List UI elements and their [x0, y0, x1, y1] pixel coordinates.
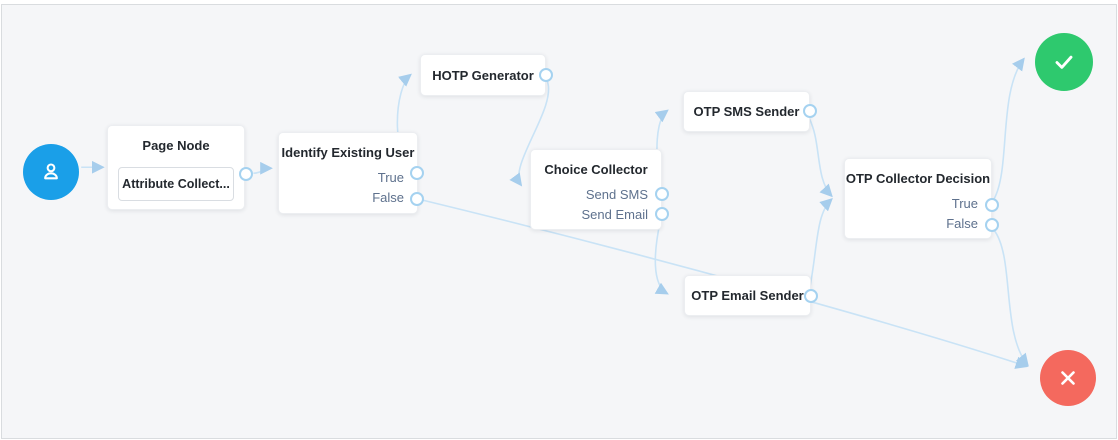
- edge-sms-sender-to-decision[interactable]: [808, 117, 833, 198]
- outcome-send-sms: Send SMS: [585, 187, 648, 202]
- connector-page-node-out[interactable]: [239, 167, 253, 181]
- outcome-send-email: Send Email: [581, 207, 648, 222]
- otp-email-sender-title: OTP Email Sender: [691, 288, 804, 303]
- outcome-false: False: [946, 216, 978, 231]
- page-node-child-attribute-collector[interactable]: Attribute Collect...: [118, 167, 234, 201]
- outcome-true: True: [377, 170, 404, 185]
- node-hotp-generator[interactable]: HOTP Generator: [420, 54, 546, 96]
- identify-existing-user-title: Identify Existing User: [281, 145, 415, 160]
- connector-identify-true[interactable]: [410, 166, 424, 180]
- start-node[interactable]: [23, 144, 79, 200]
- connector-identify-false[interactable]: [410, 192, 424, 206]
- outcome-true: True: [951, 196, 978, 211]
- edge-choice-email-to-email-sender[interactable]: [654, 219, 669, 295]
- node-otp-collector-decision[interactable]: OTP Collector Decision True False: [844, 158, 992, 239]
- connector-sms-sender-out[interactable]: [803, 104, 817, 118]
- x-icon: [1061, 371, 1075, 385]
- choice-collector-title: Choice Collector: [544, 162, 648, 177]
- connector-choice-send-email[interactable]: [655, 207, 669, 221]
- page-node-title: Page Node: [142, 138, 210, 153]
- edge-page-node-to-identify[interactable]: [253, 161, 273, 175]
- edge-decision-true-to-success[interactable]: [993, 57, 1025, 200]
- node-otp-email-sender[interactable]: OTP Email Sender: [684, 275, 811, 316]
- node-identify-existing-user[interactable]: Identify Existing User True False: [278, 132, 418, 214]
- otp-sms-sender-title: OTP SMS Sender: [693, 104, 800, 119]
- node-page-node[interactable]: Page Node Attribute Collect...: [107, 125, 245, 210]
- otp-collector-decision-title: OTP Collector Decision: [845, 171, 991, 186]
- edge-hotp-to-choice[interactable]: [509, 80, 550, 187]
- node-choice-collector[interactable]: Choice Collector Send SMS Send Email: [530, 149, 662, 230]
- connector-decision-false[interactable]: [985, 218, 999, 232]
- connector-hotp-out[interactable]: [539, 68, 553, 82]
- user-icon: [44, 163, 58, 180]
- connector-decision-true[interactable]: [985, 198, 999, 212]
- outcome-false: False: [372, 190, 404, 205]
- edge-decision-false-to-failure[interactable]: [993, 229, 1029, 367]
- node-otp-sms-sender[interactable]: OTP SMS Sender: [683, 91, 810, 132]
- check-icon: [1055, 55, 1073, 69]
- success-node[interactable]: [1035, 33, 1093, 91]
- journey-canvas[interactable]: Page Node Attribute Collect... Identify …: [1, 4, 1117, 439]
- hotp-generator-title: HOTP Generator: [432, 68, 534, 83]
- failure-node[interactable]: [1040, 350, 1096, 406]
- edge-email-sender-to-decision[interactable]: [809, 198, 833, 288]
- connector-email-sender-out[interactable]: [804, 289, 818, 303]
- connector-choice-send-sms[interactable]: [655, 187, 669, 201]
